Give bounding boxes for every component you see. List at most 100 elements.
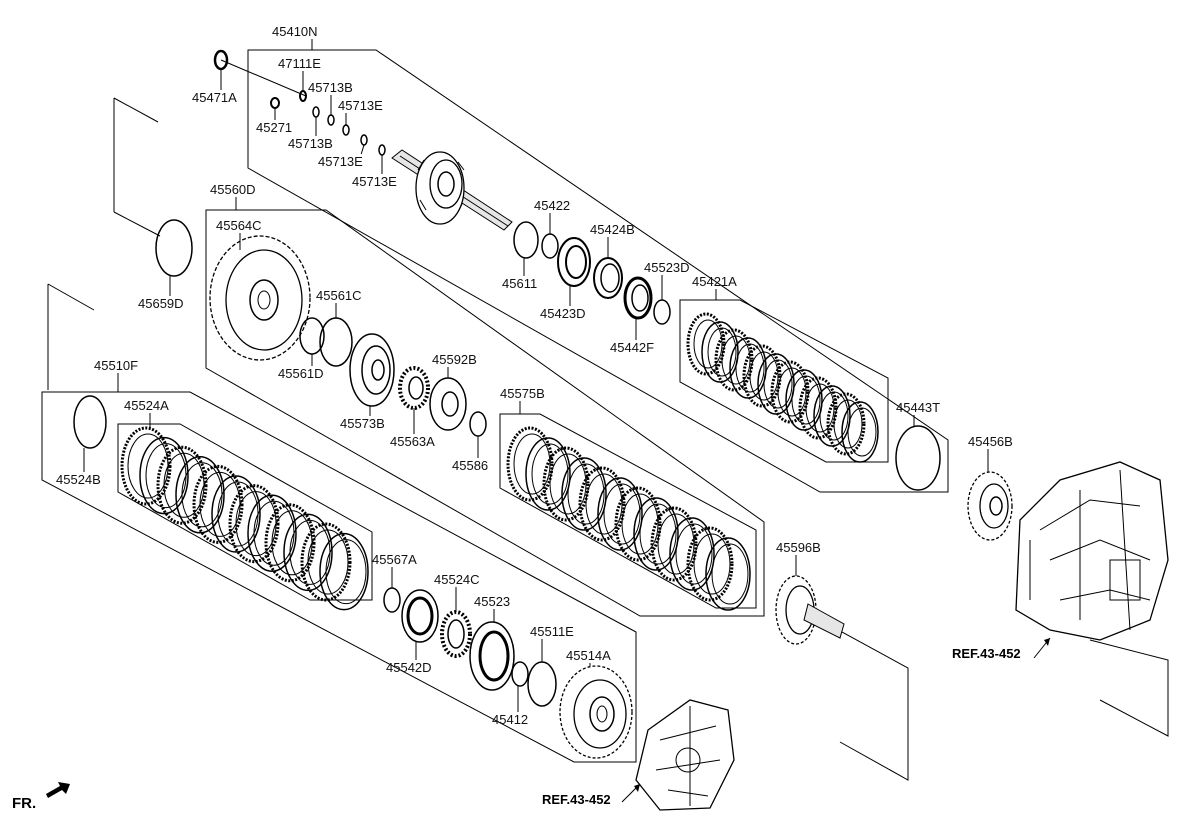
- clutch-421a-plate-inner: [805, 383, 835, 433]
- part-number-label: 45456B: [968, 434, 1013, 449]
- clutch-421a-plate-inner: [693, 319, 723, 369]
- clutch-575b-plate: [561, 457, 607, 531]
- clutch-524a-plate: [283, 513, 333, 592]
- ring-45713E-3: [378, 144, 386, 156]
- clutch-524a-plate: [319, 532, 369, 611]
- part-number-label: 45412: [492, 712, 528, 727]
- clutch-575b-plate: [686, 526, 734, 602]
- part-number-label: 45560D: [210, 182, 256, 197]
- snap-ring-45659D: [155, 219, 193, 277]
- part-number-label: 45524C: [434, 572, 480, 587]
- assembly-box-45560D: [205, 209, 765, 617]
- drum-45514A: [559, 665, 633, 759]
- clutch-575b-plate-inner: [567, 463, 605, 525]
- leader-line: [360, 144, 365, 155]
- front-arrow-icon: [46, 782, 70, 798]
- part-number-label: 45443T: [896, 400, 940, 415]
- part-number-label: 45713B: [308, 80, 353, 95]
- part-number-label: 45514A: [566, 648, 611, 663]
- clutch-421a-plate-inner: [847, 407, 877, 457]
- assembly-box-45421A: [679, 299, 889, 463]
- callout-45592b: 45592B: [432, 352, 477, 378]
- clutch-421a-plate-inner: [735, 343, 765, 393]
- part-number-label: 45586: [452, 458, 488, 473]
- assembly-box-45575B: [499, 413, 757, 609]
- piston-45523: [469, 621, 515, 691]
- callout-45659d: 45659D: [138, 276, 184, 311]
- part-number-label: 45611: [502, 276, 537, 291]
- ring-47111E: [299, 90, 307, 102]
- clutch-575b-plate: [525, 437, 571, 511]
- clutch-575b-plate-inner: [675, 523, 713, 585]
- ring-45713B-2: [312, 106, 320, 118]
- clutch-421a-plate-inner: [791, 375, 821, 425]
- bearing-45442F: [623, 276, 653, 320]
- clutch-421a-plate-inner: [749, 351, 779, 401]
- leader-45659D: [113, 211, 161, 237]
- callout-45412: 45412: [492, 686, 528, 727]
- clutch-421a-plate: [686, 312, 726, 376]
- part-number-label: 45410N: [272, 24, 318, 39]
- callout-45713b_2: 45713B: [288, 117, 333, 151]
- part-number-label: 45561D: [278, 366, 324, 381]
- ring-45713E-2: [360, 134, 368, 146]
- callout-45423d: 45423D: [540, 286, 586, 321]
- part-number-label: 45423D: [540, 306, 586, 321]
- clutch-524a-plate: [192, 464, 244, 544]
- callout-45563a: 45563A: [390, 408, 435, 449]
- callout-45586: 45586: [452, 436, 488, 473]
- ring-45567A: [383, 587, 401, 613]
- callout-45542d: 45542D: [386, 642, 432, 675]
- clutch-421a-plate-inner: [777, 367, 807, 417]
- callout-45713b_1: 45713B: [308, 80, 353, 116]
- ring-45422: [541, 233, 559, 259]
- ring-45271: [270, 97, 280, 109]
- ring-45713B-1: [327, 114, 335, 126]
- callout-45561c: 45561C: [316, 288, 362, 318]
- callout-45422: 45422: [534, 198, 570, 234]
- ref-cover-callout: REF.43-452: [542, 783, 641, 807]
- callout-45523d: 45523D: [644, 260, 690, 300]
- clutch-575b-plate-inner: [549, 453, 587, 515]
- clutch-575b-plate: [542, 446, 590, 522]
- callout-47111e: 47111E: [278, 56, 321, 92]
- clutch-421a-plate: [742, 344, 782, 408]
- callout-45713e_2: 45713E: [318, 144, 365, 169]
- part-number-label: 45510F: [94, 358, 138, 373]
- part-number-label: 45424B: [590, 222, 635, 237]
- clutch-421a-plate-inner: [721, 335, 751, 385]
- part-number-label: 45713E: [338, 98, 383, 113]
- bearing-45423D: [557, 237, 591, 287]
- ring-45611: [513, 221, 539, 259]
- clutch-421a-plate: [798, 376, 838, 440]
- clutch-575b-plate-inner: [639, 503, 677, 565]
- transmission-case: [1015, 461, 1169, 641]
- part-number-label: 47111E: [278, 56, 321, 71]
- part-number-label: 45421A: [692, 274, 737, 289]
- shaft-45410N: [391, 149, 513, 231]
- transmission-cover: [635, 699, 735, 811]
- clutch-524a-plate: [139, 436, 189, 515]
- clutch-575b-plate: [578, 466, 626, 542]
- front-indicator-label: FR.: [12, 795, 36, 812]
- clutch-pack-45421A: [686, 312, 879, 463]
- callout-45510f: 45510F: [94, 358, 138, 392]
- part-number-label: 45523D: [644, 260, 690, 275]
- spring-45524C: [440, 610, 472, 658]
- clutch-575b-plate-inner: [513, 433, 551, 495]
- part-number-label: 45713E: [318, 154, 363, 169]
- front-indicator: FR.: [12, 782, 70, 812]
- clutch-pack-45575B: [506, 426, 751, 611]
- snap-ring-45443T: [895, 425, 941, 491]
- clutch-524a-plate: [264, 503, 316, 583]
- callout-45560d: 45560D: [210, 182, 256, 210]
- ring-45713E-1: [342, 124, 350, 136]
- clutch-421a-plate: [714, 328, 754, 392]
- clutch-524a-plate: [300, 522, 352, 602]
- part-number-label: 45542D: [386, 660, 432, 675]
- clutch-575b-plate: [669, 517, 715, 591]
- part-number-label: 45561C: [316, 288, 362, 303]
- clutch-575b-plate-inner: [585, 473, 623, 535]
- ref-case-callout: REF.43-452: [952, 637, 1051, 661]
